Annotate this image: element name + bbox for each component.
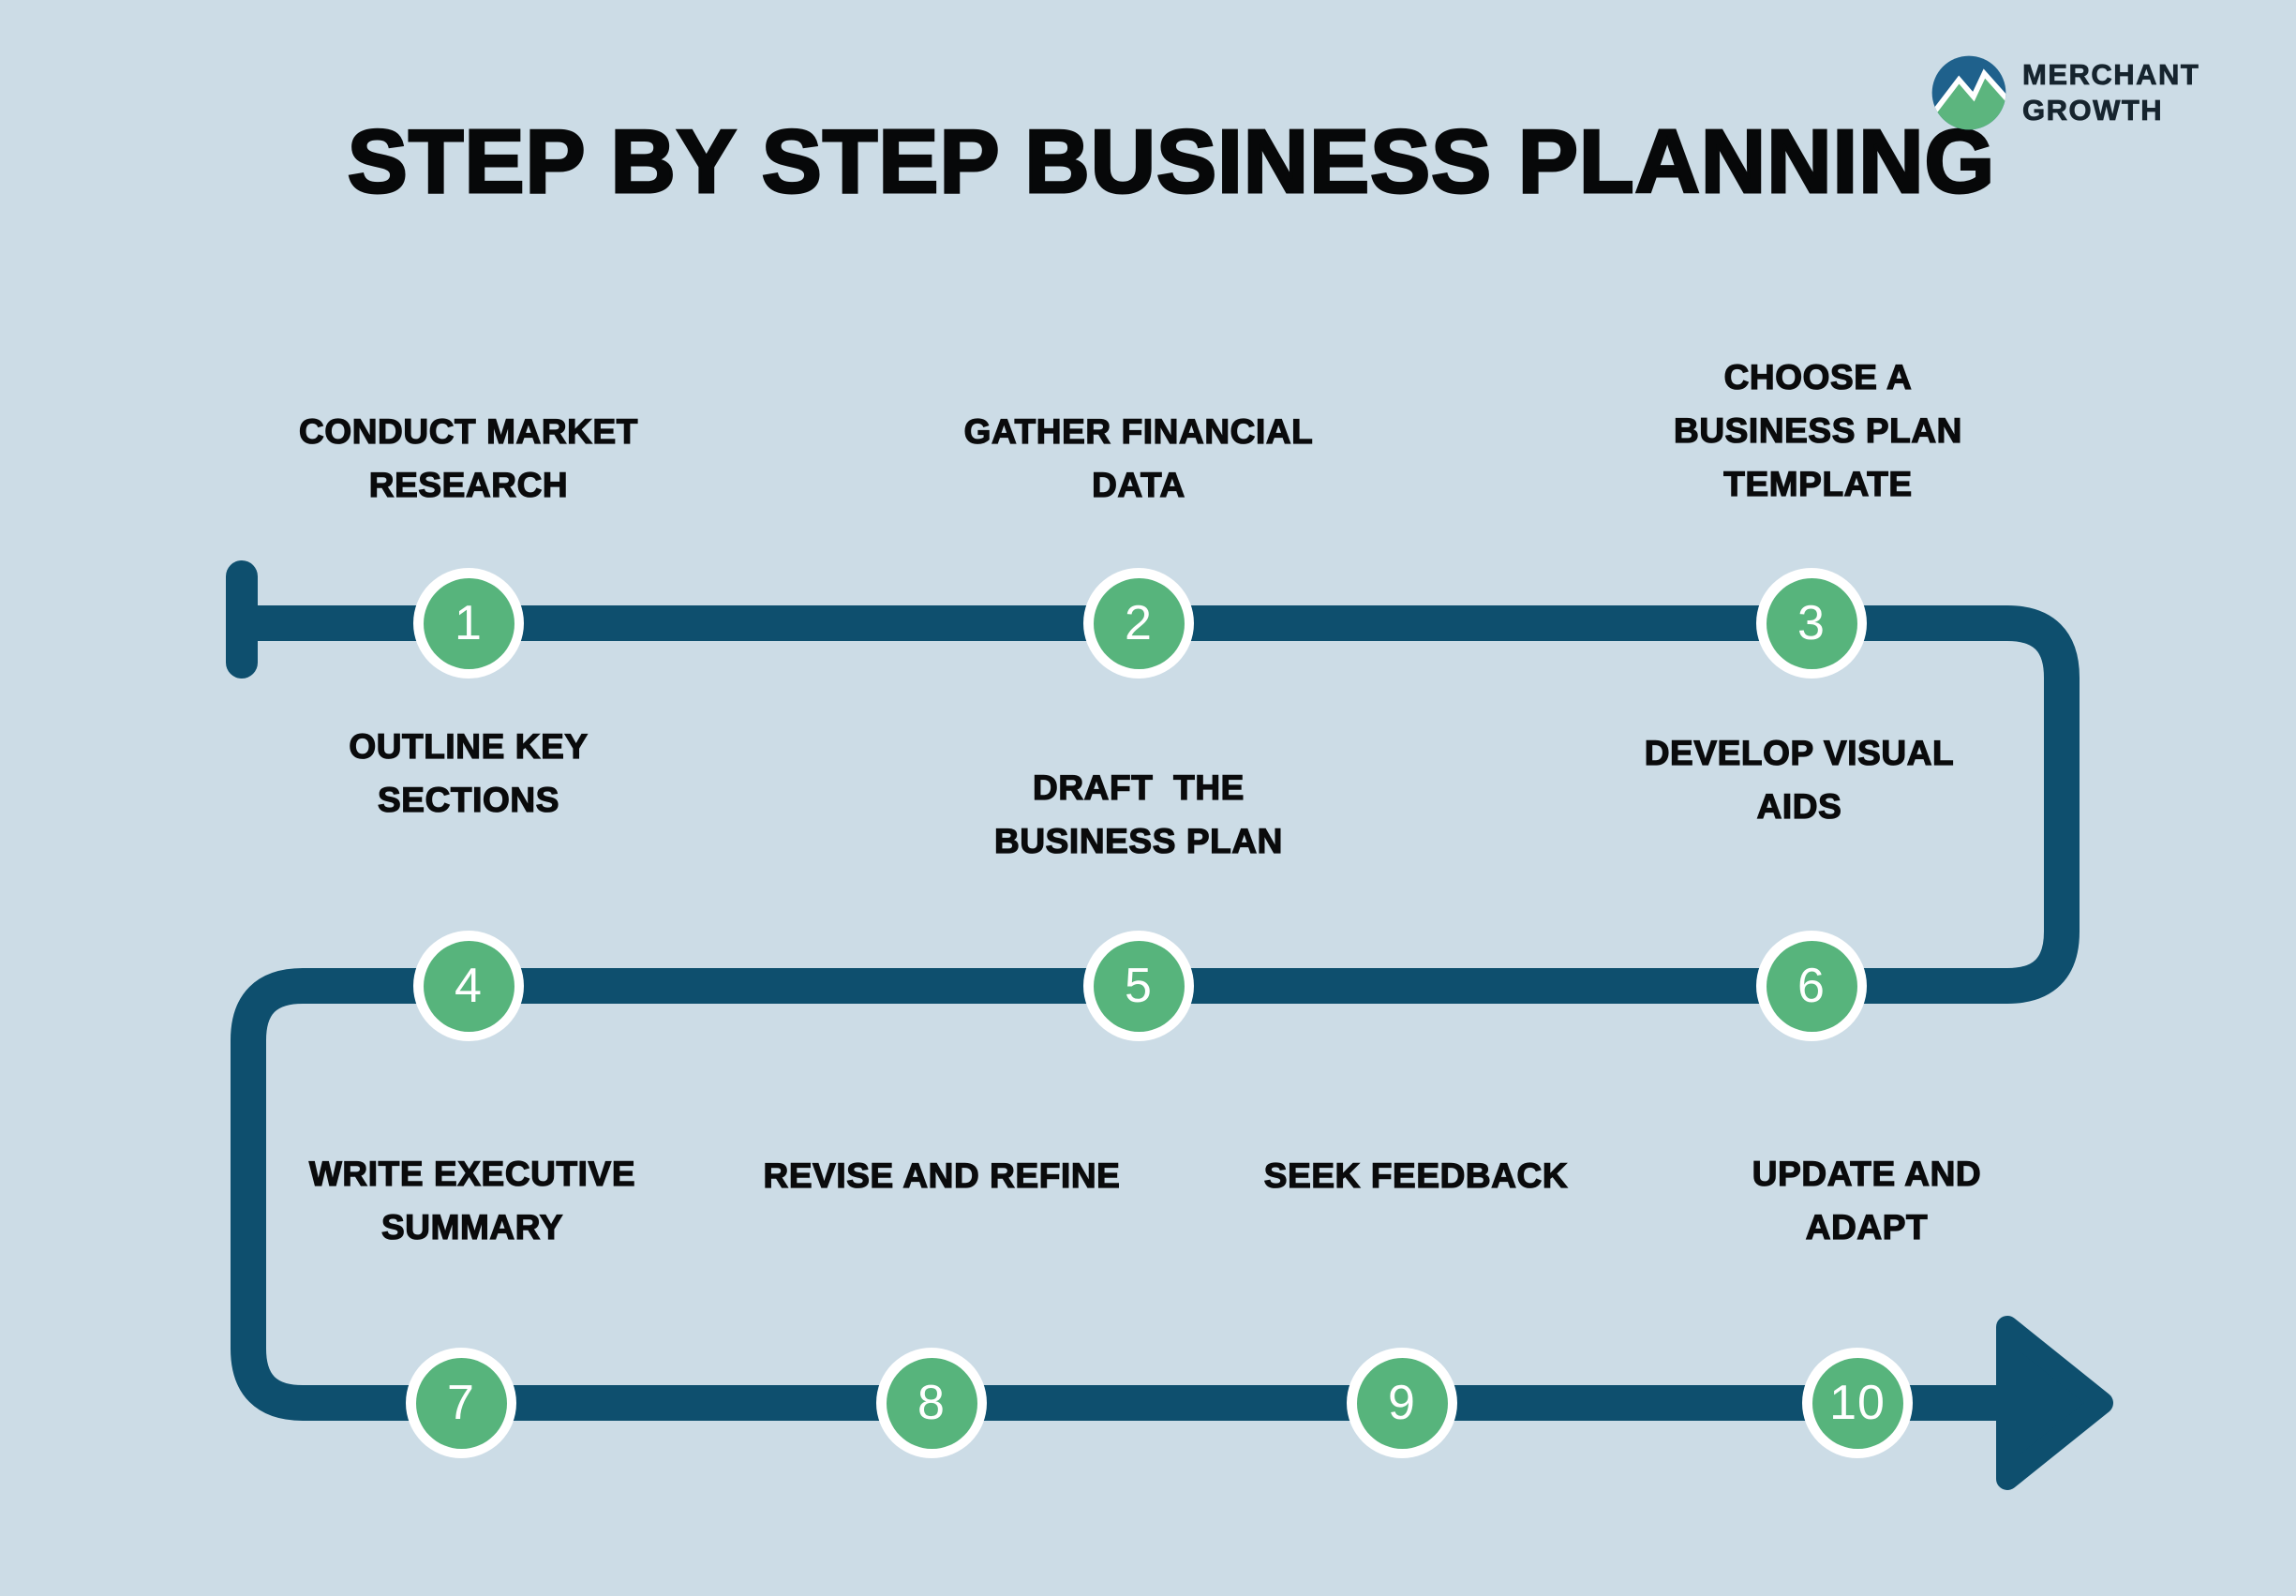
step-number-3: 3 <box>1766 577 1857 669</box>
step-number-1: 1 <box>423 577 514 669</box>
logo-line-2: GROWTH <box>2022 94 2164 127</box>
step-number-10: 10 <box>1811 1357 1903 1449</box>
merchant-growth-logo-icon <box>1931 55 2006 130</box>
step-marker-7: 7 <box>406 1348 516 1458</box>
merchant-growth-logo: MERCHANT GROWTH <box>1931 54 2199 131</box>
step-number-9: 9 <box>1356 1357 1448 1449</box>
step-label-3: CHOOSE A BUSINESS PLAN TEMPLATE <box>1673 357 1962 503</box>
logo-wordmark: MERCHANT GROWTH <box>2022 57 2199 128</box>
step-number-5: 5 <box>1093 940 1185 1032</box>
step-number-8: 8 <box>886 1357 977 1449</box>
step-label-5: DRAFT THE BUSINESS PLAN <box>993 768 1283 860</box>
step-label-7: WRITE EXECUTIVE SUMMARY <box>308 1154 636 1246</box>
step-marker-9: 9 <box>1347 1348 1457 1458</box>
step-label-6: DEVELOP VISUAL AIDS <box>1644 733 1955 826</box>
step-label-2: GATHER FINANCIAL DATA <box>963 411 1314 504</box>
step-marker-2: 2 <box>1083 568 1194 679</box>
timeline-start-cap <box>226 560 258 679</box>
step-label-8: REVISE AND REFINE <box>763 1156 1121 1195</box>
step-marker-4: 4 <box>413 931 524 1041</box>
step-label-1: CONDUCT MARKET RESEARCH <box>298 411 638 504</box>
step-number-7: 7 <box>415 1357 507 1449</box>
arrow-head-icon <box>1996 1316 2113 1490</box>
step-marker-8: 8 <box>876 1348 987 1458</box>
step-marker-6: 6 <box>1756 931 1867 1041</box>
step-marker-5: 5 <box>1083 931 1194 1041</box>
step-label-4: OUTLINE KEY SECTIONS <box>349 726 589 819</box>
step-label-10: UPDATE AND ADAPT <box>1752 1154 1982 1246</box>
step-marker-10: 10 <box>1802 1348 1913 1458</box>
step-number-2: 2 <box>1093 577 1185 669</box>
step-number-6: 6 <box>1766 940 1857 1032</box>
step-label-9: SEEK FEEDBACK <box>1263 1156 1569 1195</box>
page-title: STEP BY STEP BUSINESS PLANNING <box>346 111 1996 214</box>
step-marker-1: 1 <box>413 568 524 679</box>
step-number-4: 4 <box>423 940 514 1032</box>
logo-line-1: MERCHANT <box>2022 58 2200 92</box>
step-marker-3: 3 <box>1756 568 1867 679</box>
